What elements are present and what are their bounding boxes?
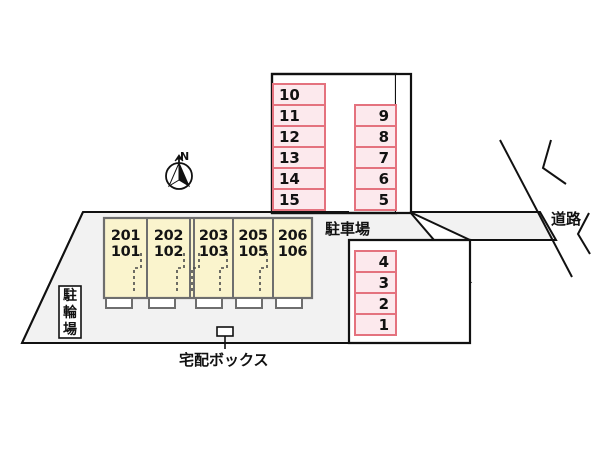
unit-lower-102: 102	[153, 244, 184, 260]
road-edge-line-main	[499, 139, 573, 278]
entry-stoop-105	[235, 297, 263, 309]
entry-stoops	[105, 297, 303, 309]
delivery-box-label: 宅配ボックス	[179, 351, 269, 369]
unit-upper-206: 206	[277, 228, 308, 244]
driveway-to-road	[409, 211, 558, 241]
stall-box-15[interactable]	[272, 188, 326, 211]
unit-lower-106: 106	[277, 244, 308, 260]
entry-stoop-103	[195, 297, 223, 309]
dotted-partition-201	[133, 253, 142, 294]
unit-upper-205: 205	[238, 228, 268, 244]
stall-label-1: 1	[378, 316, 389, 334]
road-label: 道路	[551, 210, 582, 228]
building-group[interactable]	[102, 216, 314, 309]
entry-stoop-102	[148, 297, 176, 309]
unit-label-205-105: 205 105	[233, 228, 273, 260]
bicycle-parking-char-2: 輪	[63, 305, 77, 321]
stall-label-11: 11	[279, 107, 300, 125]
stall-label-9: 9	[378, 107, 389, 125]
stall-label-6: 6	[378, 170, 389, 188]
stall-label-13: 13	[279, 149, 300, 167]
parking-stalls-5-9[interactable]	[354, 104, 397, 211]
lower-lot-left-diagonal	[21, 211, 84, 344]
parking-stalls-10-15[interactable]	[272, 83, 326, 211]
unit-interior-dotted-lines	[133, 253, 268, 294]
dotted-partition-206	[259, 253, 268, 294]
stall-label-8: 8	[378, 128, 389, 146]
stall-label-10: 10	[279, 86, 300, 104]
stall-label-4: 4	[378, 253, 389, 271]
stall-label-3: 3	[378, 274, 389, 292]
building-outline[interactable]	[102, 216, 314, 300]
stall-box-5[interactable]	[354, 188, 397, 211]
entry-stoop-101	[105, 297, 133, 309]
dotted-partition-205	[219, 253, 228, 294]
dotted-partition-203	[191, 253, 200, 294]
compass-needle-light	[167, 162, 180, 188]
unit-lower-103: 103	[198, 244, 229, 260]
road-lines-group	[499, 139, 591, 278]
entry-stoop-106	[275, 297, 303, 309]
delivery-box-icon[interactable]	[216, 326, 234, 337]
unit-upper-201: 201	[110, 228, 141, 244]
stall-label-7: 7	[378, 149, 389, 167]
unit-upper-203: 203	[198, 228, 229, 244]
dotted-partition-202	[176, 253, 185, 294]
unit-label-203-103: 203 103	[192, 228, 235, 260]
stall-label-15: 15	[279, 191, 300, 209]
compass-north-letter: N	[180, 150, 190, 163]
compass-group	[165, 154, 193, 190]
stall-label-14: 14	[279, 170, 300, 188]
unit-label-206-106: 206 106	[273, 228, 312, 260]
unit-upper-202: 202	[153, 228, 184, 244]
stall-box-1[interactable]	[354, 313, 397, 336]
bicycle-parking-label: 駐 輪 場	[61, 288, 79, 339]
stall-label-5: 5	[378, 191, 389, 209]
upper-lot-east-extension	[396, 74, 411, 213]
bicycle-parking-box[interactable]	[58, 285, 82, 339]
unit-label-202-102: 202 102	[147, 228, 190, 260]
road-edge-line-lower	[576, 212, 591, 255]
unit-lower-105: 105	[238, 244, 268, 260]
bicycle-parking-char-1: 駐	[63, 288, 77, 304]
unit-lower-101: 101	[110, 244, 141, 260]
parking-stalls-1-4[interactable]	[354, 250, 397, 336]
delivery-box-group[interactable]	[216, 326, 234, 349]
parking-area-label: 駐車場	[325, 220, 371, 238]
road-edge-line-upper	[541, 139, 567, 185]
unit-label-201-101: 201 101	[104, 228, 147, 260]
bicycle-parking-char-3: 場	[63, 322, 77, 338]
stall-label-2: 2	[378, 295, 389, 313]
stall-label-12: 12	[279, 128, 300, 146]
